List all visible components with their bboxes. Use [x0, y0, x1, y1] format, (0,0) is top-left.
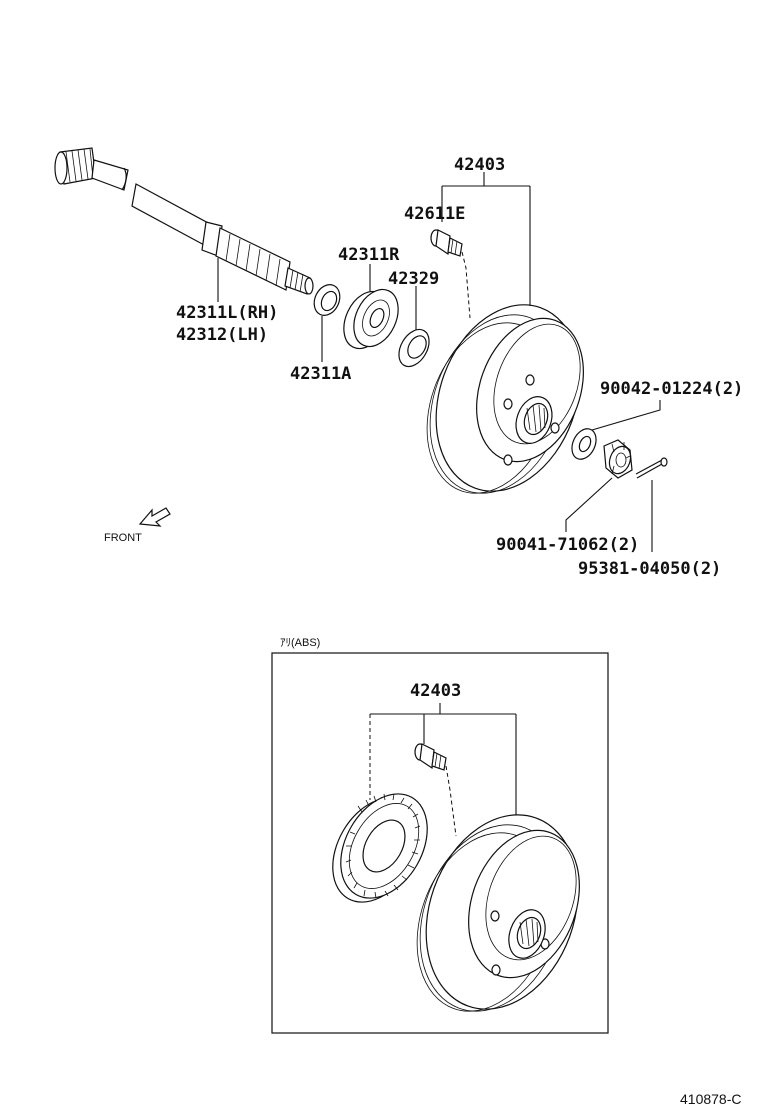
- abs-section-box: [271, 652, 609, 1034]
- label-95381: 95381-04050(2): [578, 559, 721, 579]
- label-90042: 90042-01224(2): [600, 379, 743, 399]
- label-42311l-rh: 42311L(RH): [176, 303, 278, 323]
- label-42403-abs: 42403: [410, 681, 461, 701]
- leader-lines-top: [217, 172, 661, 552]
- abs-sensor-rotor: [332, 793, 428, 903]
- cotter-pin: [635, 457, 668, 479]
- axle-shaft: [54, 147, 314, 295]
- label-90041: 90041-71062(2): [496, 535, 639, 555]
- label-42611e: 42611E: [404, 204, 465, 224]
- abs-brake-drum: [416, 814, 580, 1012]
- label-42311r: 42311R: [338, 245, 400, 265]
- washer: [571, 428, 597, 460]
- abs-section-label: ｱﾘ(ABS): [280, 637, 320, 649]
- spacer-ring: [313, 284, 341, 316]
- label-42312-lh: 42312(LH): [176, 325, 268, 345]
- brake-drum-hub: [426, 304, 584, 494]
- abs-bolt-dash-line: [445, 765, 457, 837]
- oil-seal: [398, 328, 430, 368]
- castle-nut: [603, 439, 633, 479]
- hub-bolt: [430, 229, 463, 257]
- leader-lines-abs: [369, 703, 517, 818]
- label-42403: 42403: [454, 155, 505, 175]
- front-label: FRONT: [104, 532, 142, 544]
- label-42311a: 42311A: [290, 364, 351, 384]
- abs-hub-bolt: [414, 743, 447, 771]
- figure-reference: 410878-C: [680, 1091, 742, 1107]
- bolt-dash-line: [461, 251, 471, 319]
- shaft-bearing: [343, 288, 399, 350]
- front-arrow: [138, 507, 171, 527]
- label-42329: 42329: [388, 269, 439, 289]
